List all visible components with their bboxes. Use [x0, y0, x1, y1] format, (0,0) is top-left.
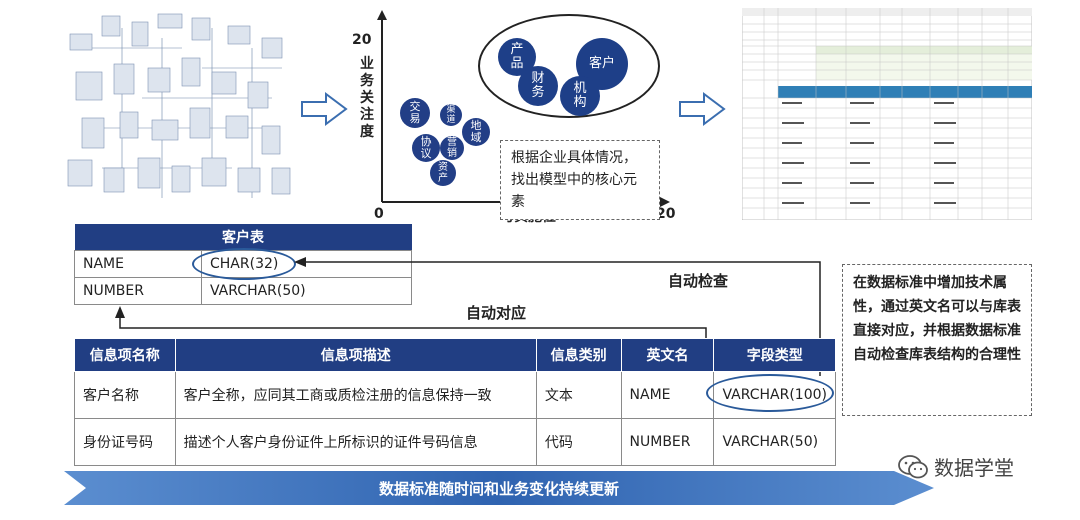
core-bubble-org: 机构: [560, 76, 600, 116]
brand-badge: 数据学堂: [898, 452, 1014, 481]
flow-arrow-1-icon: [301, 92, 348, 126]
cell-item-category: 代码: [535, 418, 622, 466]
customer-type-number: VARCHAR(50): [201, 277, 412, 305]
header-field-type: 字段类型: [713, 338, 836, 372]
cell-item-name: 身份证号码: [74, 418, 176, 466]
standards-sheet-thumbnail: [742, 8, 1032, 220]
minor-bubble-channel: 渠道: [440, 104, 462, 126]
customer-col-number: NUMBER: [74, 277, 202, 305]
table-row: 身份证号码 描述个人客户身份证件上所标识的证件号码信息 代码 NUMBER VA…: [74, 418, 836, 466]
y-axis-label: 业务关注度: [360, 56, 374, 140]
update-banner-arrow: [64, 471, 934, 505]
header-item-name: 信息项名称: [74, 338, 176, 372]
customer-table-title: 客户表: [74, 224, 412, 251]
data-standard-table: 信息项名称 信息项描述 信息类别 英文名 字段类型 客户名称 客户全称，应同其工…: [74, 338, 836, 466]
header-english-name: 英文名: [620, 338, 715, 372]
minor-bubble-asset: 资产: [430, 160, 456, 186]
wechat-icon: [898, 454, 928, 478]
x-max-label: 20: [656, 206, 676, 222]
auto-map-label: 自动对应: [466, 304, 527, 322]
cell-item-name: 客户名称: [74, 371, 176, 419]
cell-item-desc: 描述个人客户身份证件上所标识的证件号码信息: [174, 418, 537, 466]
cell-field-type: VARCHAR(50): [713, 418, 836, 466]
origin-label: 0: [374, 206, 384, 222]
header-item-category: 信息类别: [535, 338, 622, 372]
flow-arrow-2-icon: [679, 92, 726, 126]
core-elements-ellipse: [478, 14, 660, 118]
customer-col-name: NAME: [74, 250, 202, 278]
minor-bubble-trade: 交易: [400, 98, 430, 128]
core-bubble-finance: 财务: [518, 66, 558, 106]
char32-highlight-ellipse: [192, 248, 296, 280]
varchar100-highlight-ellipse: [706, 374, 834, 412]
minor-bubble-agreement: 协议: [412, 134, 440, 162]
cell-item-desc: 客户全称，应同其工商或质检注册的信息保持一致: [174, 371, 537, 419]
er-model-thumbnail: [67, 13, 291, 198]
minor-bubble-marketing: 营销: [440, 136, 464, 160]
brand-name: 数据学堂: [934, 456, 1014, 480]
auto-check-label: 自动检查: [668, 272, 729, 290]
update-banner-text: 数据标准随时间和业务变化持续更新: [378, 479, 619, 498]
cell-english-name: NAME: [620, 371, 715, 419]
table-row: NUMBER VARCHAR(50): [74, 277, 412, 305]
y-max-label: 20: [352, 32, 372, 48]
core-elements-note: 根据企业具体情况，找出模型中的核心元素: [500, 140, 660, 220]
side-note: 在数据标准中增加技术属性，通过英文名可以与库表直接对应，并根据数据标准自动检查库…: [842, 264, 1032, 416]
header-item-desc: 信息项描述: [174, 338, 537, 372]
cell-item-category: 文本: [535, 371, 622, 419]
cell-english-name: NUMBER: [620, 418, 715, 466]
minor-bubble-region: 地域: [462, 118, 490, 146]
